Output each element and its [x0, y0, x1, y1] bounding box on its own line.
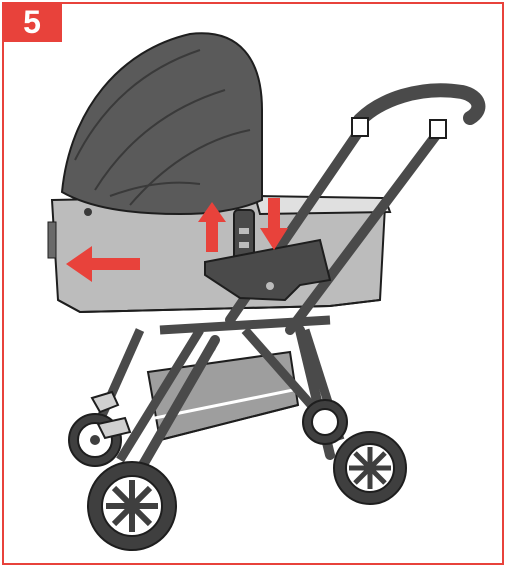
front-wheel-near — [334, 432, 406, 504]
rear-wheel — [88, 462, 176, 550]
canopy — [62, 33, 262, 216]
step-number-badge: 5 — [2, 2, 62, 42]
front-wheel-far — [303, 400, 347, 444]
